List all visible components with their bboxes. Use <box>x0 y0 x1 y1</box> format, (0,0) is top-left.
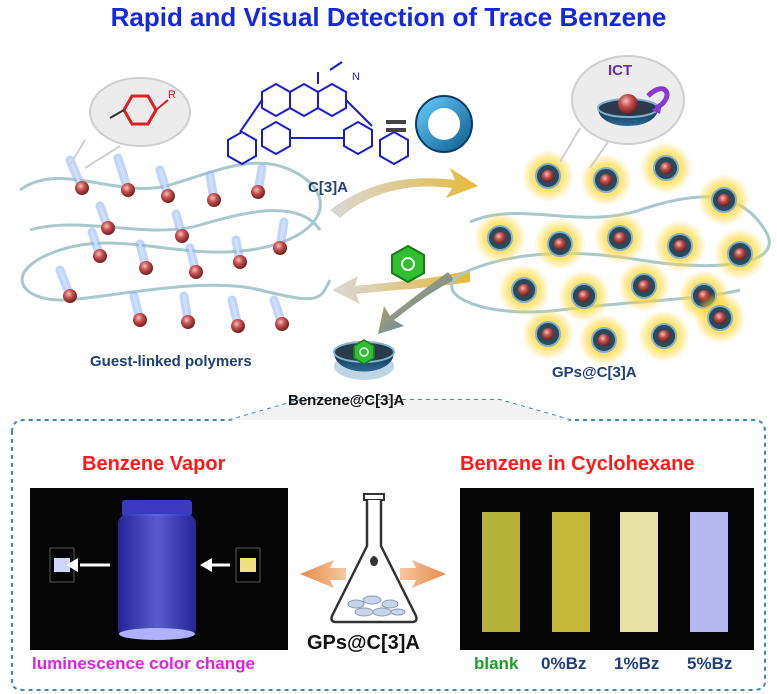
guest-pendant <box>273 217 289 255</box>
vapor-heading: Benzene Vapor <box>82 453 226 475</box>
macrocycle-label: C[3]A <box>308 179 348 196</box>
guest-pendant <box>129 291 147 327</box>
guest-pendants <box>55 153 289 333</box>
host-guest-complex <box>594 212 646 264</box>
host-guest-complex <box>714 228 766 280</box>
polymer-chain <box>29 209 322 232</box>
guest-pendant <box>231 235 247 269</box>
ict-magnifier <box>559 55 685 169</box>
magnifier-pointer <box>69 139 86 166</box>
vial-base-glow <box>119 628 195 640</box>
right-fat-arrow <box>400 560 446 588</box>
strip-label-1bz: 1%Bz <box>614 654 660 673</box>
equals-sign <box>386 120 406 132</box>
c3a-structure-icon <box>227 61 409 166</box>
guest-pendant <box>179 291 195 329</box>
guest-linker-bond <box>109 109 125 119</box>
flask-icon <box>330 493 418 624</box>
cyclohexane-photo <box>460 488 754 650</box>
right-strip-holder <box>235 547 261 583</box>
host-guest-complex <box>638 310 690 362</box>
benzene-icon <box>391 244 425 284</box>
guest-substituent-bond <box>155 99 169 111</box>
host-guest-complex <box>522 308 574 360</box>
strip-label-5bz: 5%Bz <box>687 654 733 673</box>
host-guest-complex <box>654 220 706 272</box>
polymer-chain <box>450 195 771 314</box>
complex-polymer-network <box>450 195 771 314</box>
host-guest-complex <box>498 264 550 316</box>
guest-substituent-label: R <box>168 89 176 101</box>
benzene-complex-icon <box>333 339 395 380</box>
complex-polymers-label: GPs@C[3]A <box>552 364 637 381</box>
guest-polymers-label: Guest-linked polymers <box>90 353 252 370</box>
guest-pendant <box>87 227 107 263</box>
guest-pendant <box>155 165 175 203</box>
left-fat-arrow <box>300 560 346 588</box>
benzene-complex-label: Benzene@C[3]A <box>288 392 405 409</box>
guest-pendant <box>95 201 115 235</box>
complex-pendants <box>474 142 766 366</box>
magnifier-bubble <box>89 77 191 147</box>
magnifier-pointer <box>589 141 609 169</box>
guest-pendant <box>269 295 289 331</box>
strip-5bz <box>690 512 728 632</box>
host-guest-complex <box>578 314 630 366</box>
forward-arrow <box>330 168 478 218</box>
left-white-arrowhead <box>66 558 78 572</box>
guest-pendant <box>55 265 77 303</box>
guest-pendant <box>171 209 189 243</box>
guest-pendant <box>113 153 135 197</box>
release-arrow <box>378 272 454 334</box>
guest-polymer-network <box>19 161 332 302</box>
panel-connector <box>230 400 570 420</box>
guest-pendant <box>227 295 245 333</box>
page-title: Rapid and Visual Detection of Trace Benz… <box>110 2 667 32</box>
guest-magnifier: R <box>69 77 191 169</box>
host-guest-complex <box>534 218 586 270</box>
strip-0bz <box>552 512 590 632</box>
vapor-photo <box>30 488 288 650</box>
guest-pendant <box>205 170 221 207</box>
guest-bead <box>618 94 638 114</box>
polymer-chain <box>19 161 332 302</box>
strip-blank <box>482 512 520 632</box>
cyclohexane-heading: Benzene in Cyclohexane <box>460 453 695 475</box>
flask-label: GPs@C[3]A <box>307 632 420 654</box>
luminescence-caption: luminescence color change <box>32 654 255 673</box>
vial-cap <box>122 500 192 516</box>
reverse-arrow <box>332 270 470 304</box>
guest-pendant <box>135 239 153 275</box>
host-guest-complex <box>558 270 610 322</box>
host-guest-complex <box>474 212 526 264</box>
guest-pendant <box>65 155 89 195</box>
strip-label-blank: blank <box>474 654 519 673</box>
magnifier-pointer <box>559 127 581 163</box>
strip-label-0bz: 0%Bz <box>541 654 587 673</box>
host-guest-complex <box>522 150 574 202</box>
host-guest-complex <box>640 142 692 194</box>
nitrogen-atom-label: N <box>352 71 360 83</box>
guest-pendant <box>185 243 203 279</box>
left-test-strip <box>54 558 70 572</box>
guest-pendant <box>251 163 267 199</box>
host-guest-complex <box>698 174 750 226</box>
ict-arrowhead <box>652 102 662 114</box>
host-guest-complex <box>580 154 632 206</box>
host-guest-complex <box>694 292 746 344</box>
host-guest-complex <box>618 260 670 312</box>
magnifier-pointer <box>84 145 121 169</box>
macrocycle-ring-icon <box>415 95 473 153</box>
right-white-arrowhead <box>200 558 212 572</box>
strip-1bz <box>620 512 658 632</box>
right-test-strip <box>240 558 256 572</box>
ict-label: ICT <box>608 62 633 79</box>
vial-body <box>118 514 196 638</box>
